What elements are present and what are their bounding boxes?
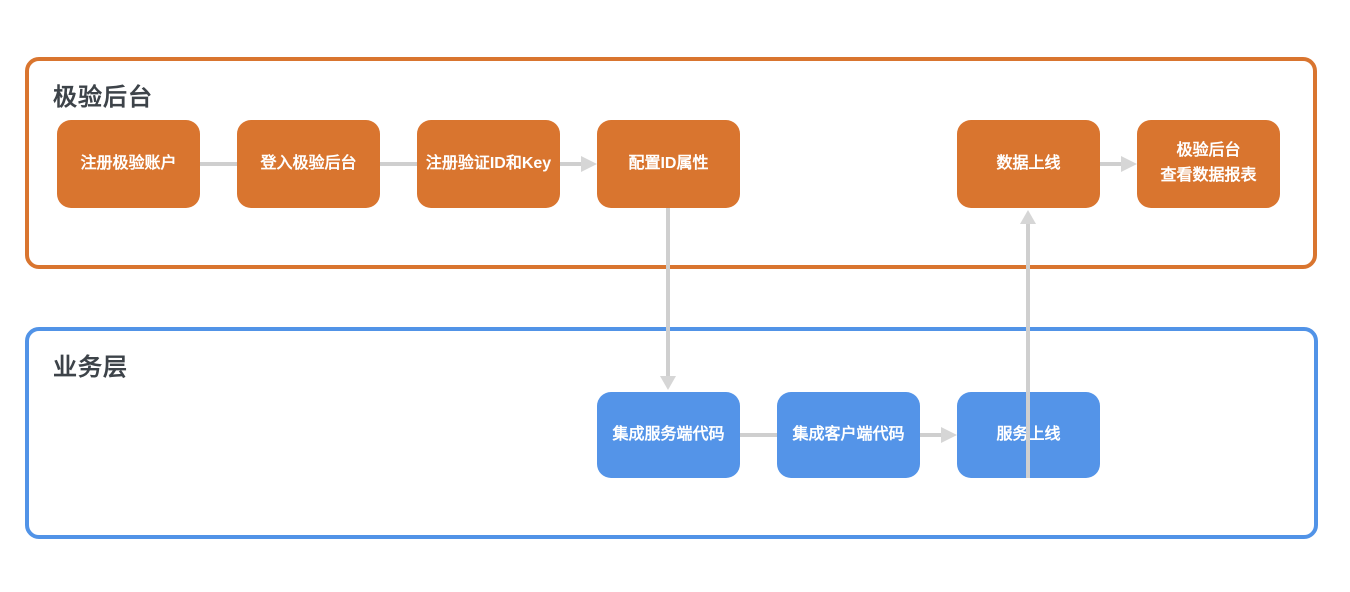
node-integrate-server-code: 集成服务端代码 <box>597 392 740 478</box>
edge-login-to-register-id <box>380 162 417 166</box>
node-register-account: 注册极验账户 <box>57 120 200 208</box>
edge-register-to-login <box>200 162 237 166</box>
edge-register-id-to-configure-arrow <box>560 156 597 172</box>
node-configure-id: 配置ID属性 <box>597 120 740 208</box>
node-data-online: 数据上线 <box>957 120 1100 208</box>
edge-client-code-to-service-arrow <box>920 427 957 443</box>
edge-service-to-data-online-arrow-up <box>1020 210 1036 478</box>
backend-section-title: 极验后台 <box>53 84 153 111</box>
edge-configure-to-server-code-arrow-down <box>660 208 676 390</box>
node-register-id-key: 注册验证ID和Key <box>417 120 560 208</box>
business-section-title: 业务层 <box>53 354 128 381</box>
node-integrate-client-code: 集成客户端代码 <box>777 392 920 478</box>
node-view-data-reports: 极验后台 查看数据报表 <box>1137 120 1280 208</box>
node-login-backend: 登入极验后台 <box>237 120 380 208</box>
edge-data-online-to-reports-arrow <box>1100 156 1137 172</box>
edge-server-to-client-code <box>740 433 777 437</box>
